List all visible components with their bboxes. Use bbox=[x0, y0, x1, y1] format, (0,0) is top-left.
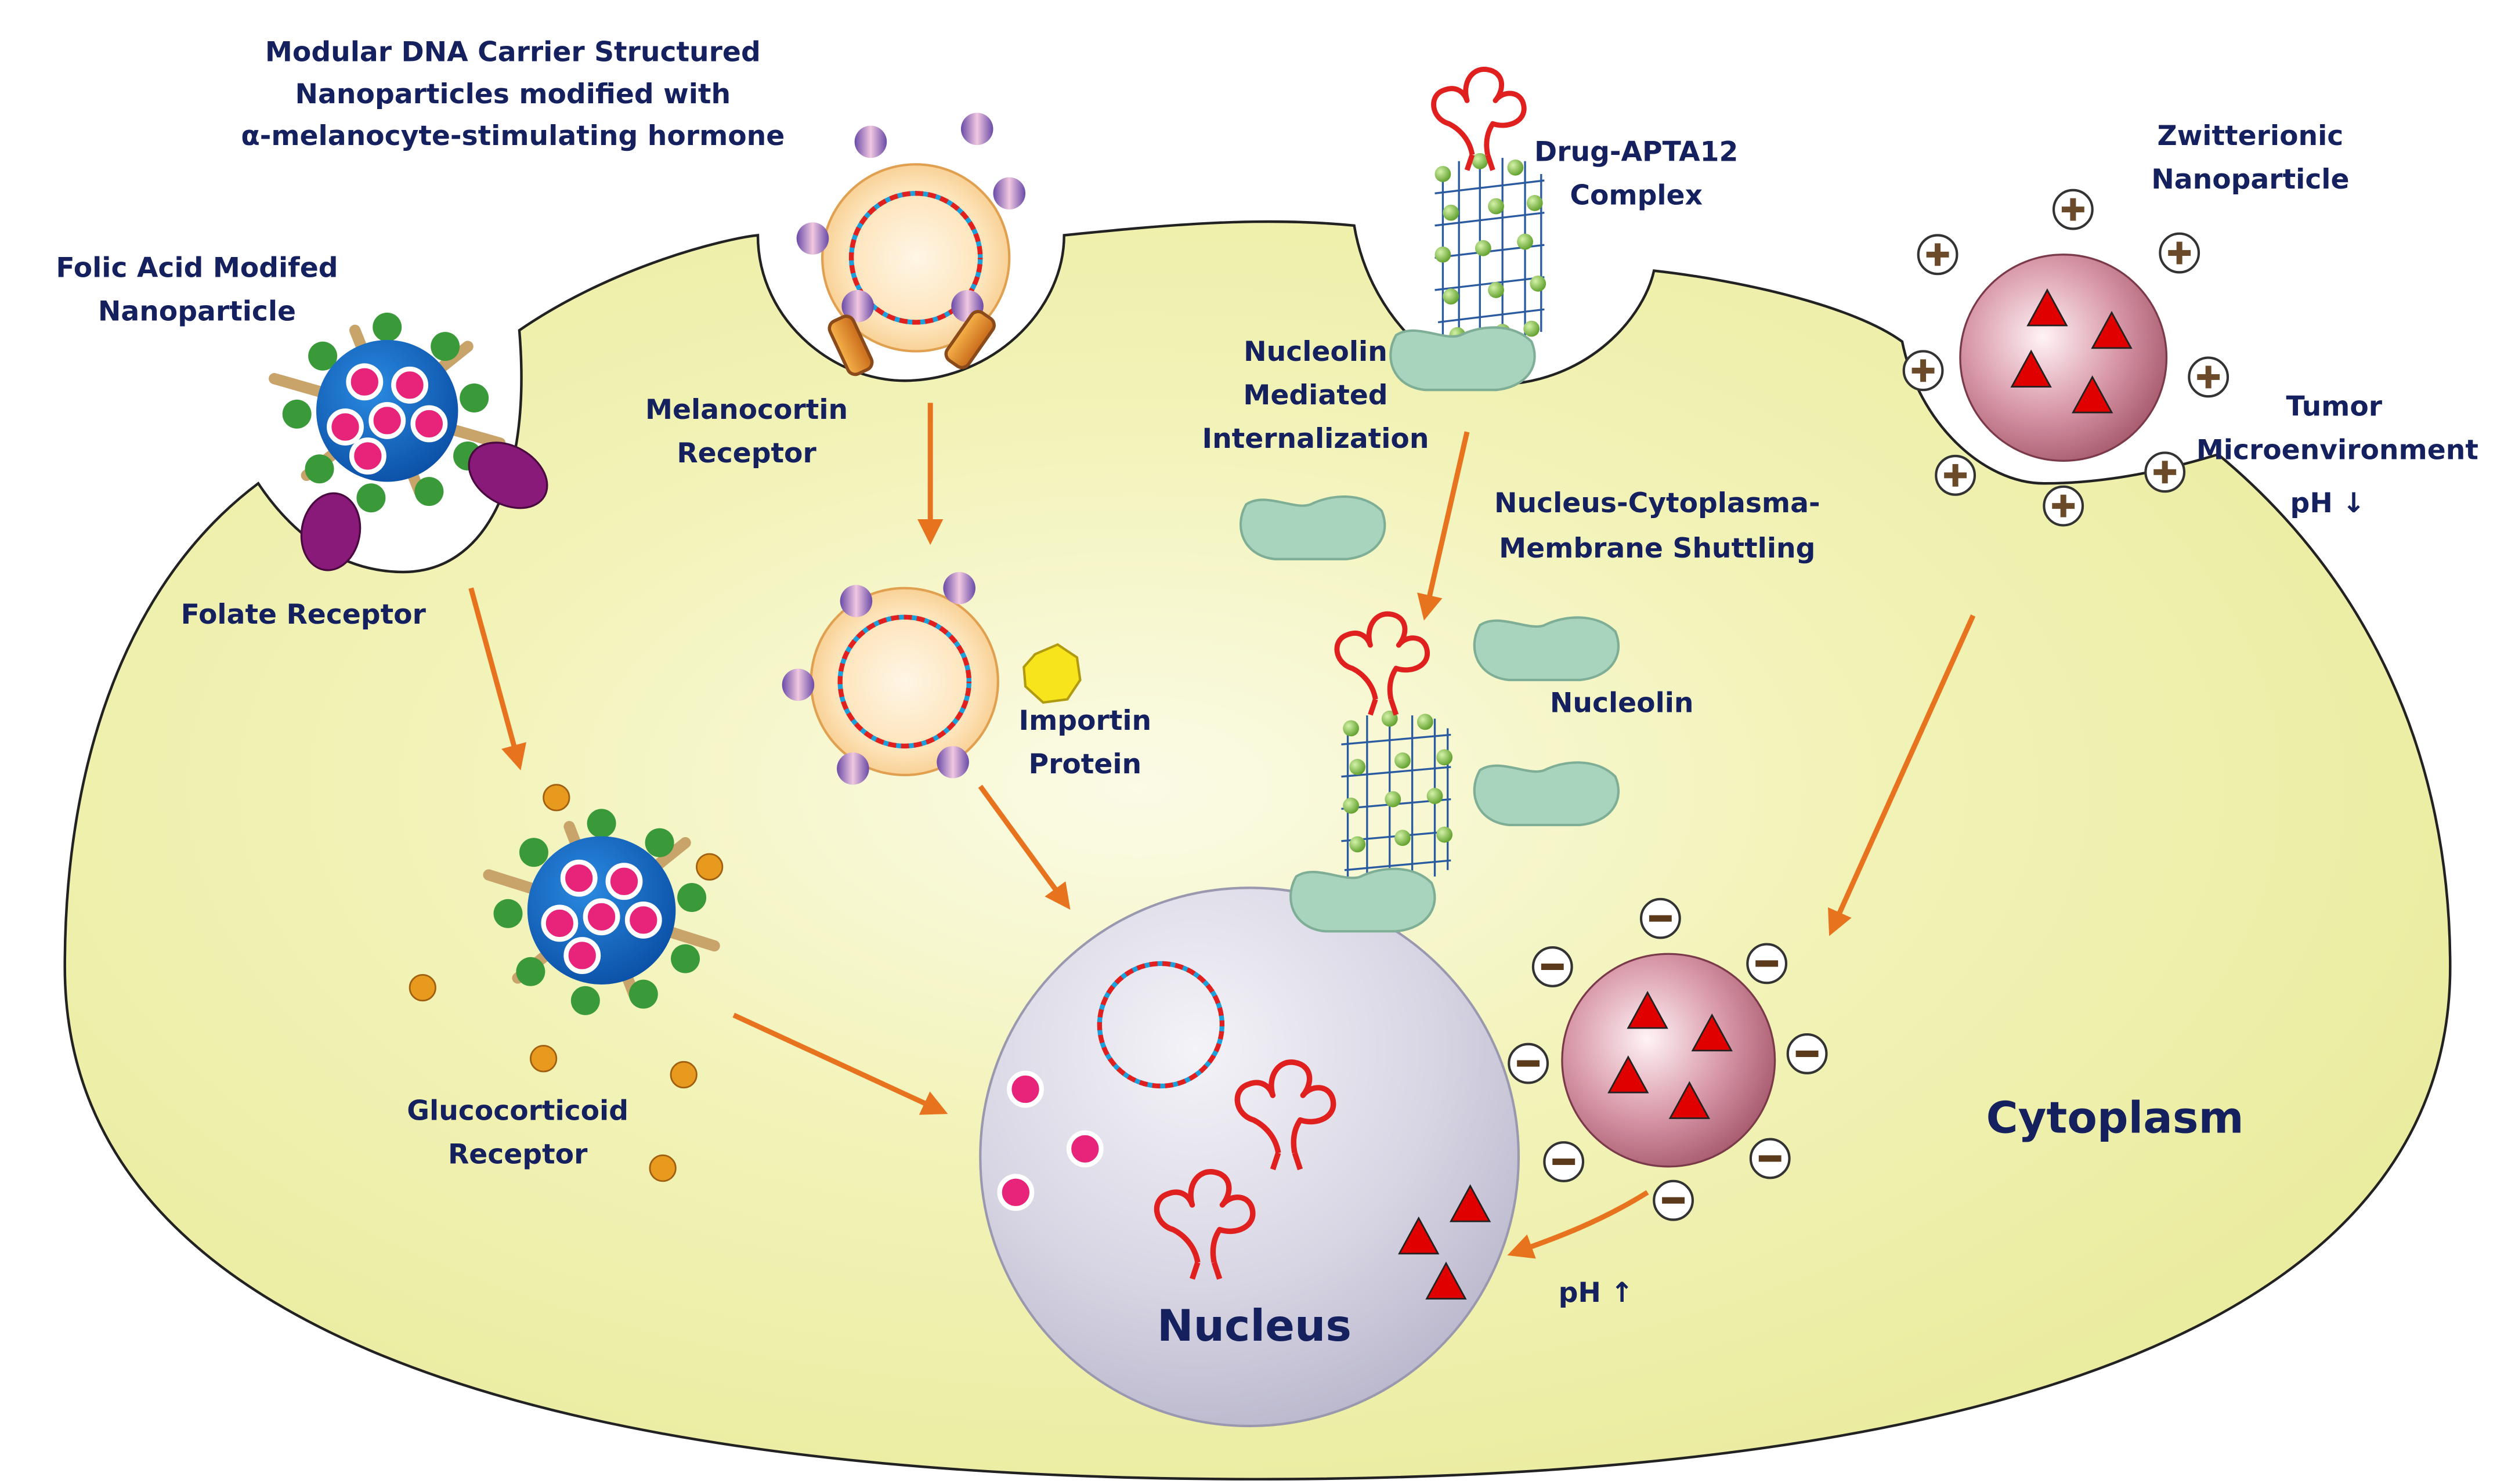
modular-dna-label-line1: Modular DNA Carrier Structured bbox=[265, 37, 761, 68]
plus-charge-icon bbox=[1918, 236, 1957, 274]
minus-charge-icon bbox=[1533, 947, 1572, 986]
nucleolin-free bbox=[1475, 617, 1618, 680]
tumor-label-line2: Microenvironment bbox=[2196, 435, 2478, 466]
nucleolin-label: Nucleolin bbox=[1550, 687, 1694, 719]
transport-arrows bbox=[468, 403, 1976, 1259]
plus-charge-icon bbox=[2189, 358, 2228, 397]
modular-dna-label-line3: α-melanocyte-stimulating hormone bbox=[241, 120, 785, 152]
melanocortin-label-line2: Receptor bbox=[677, 437, 816, 469]
zwitterionic-nanoparticle-negative bbox=[1509, 899, 1826, 1220]
importin-label-line2: Protein bbox=[1028, 748, 1141, 780]
modular-dna-label-line2: Nanoparticles modified with bbox=[295, 78, 731, 110]
glucocorticoid-label-line1: Glucocorticoid bbox=[407, 1095, 628, 1127]
importin-protein bbox=[1022, 643, 1082, 704]
minus-charge-icon bbox=[1654, 1181, 1693, 1220]
nucleus-label: Nucleus bbox=[1157, 1300, 1352, 1351]
minus-charge-icon bbox=[1751, 1139, 1790, 1178]
diagram-labels: Modular DNA Carrier Structured Nanoparti… bbox=[56, 37, 2478, 1351]
minus-charge-icon bbox=[1641, 899, 1680, 938]
importin-label-line1: Importin bbox=[1019, 705, 1152, 737]
ph-up-label: pH ↑ bbox=[1559, 1277, 1634, 1309]
plus-charge-icon bbox=[1904, 351, 1943, 390]
plus-charge-icon bbox=[2054, 190, 2093, 229]
minus-charge-icon bbox=[1509, 1044, 1548, 1083]
folate-receptor bbox=[300, 441, 548, 571]
shuttling-label-line2: Membrane Shuttling bbox=[1499, 533, 1815, 564]
drug-apta12-complex-internal bbox=[1291, 614, 1453, 932]
nucleolin-mediated-label-line2: Mediated bbox=[1243, 379, 1387, 411]
nucleolin-free bbox=[1241, 497, 1385, 559]
nucleolin-receptor bbox=[1390, 327, 1534, 390]
glucocorticoid-ligands bbox=[409, 784, 724, 1182]
nucleus-dna-ring bbox=[1097, 961, 1225, 1089]
minus-charge-icon bbox=[1544, 1142, 1583, 1181]
dna-carrier-nanoparticle-top bbox=[796, 113, 1026, 353]
folic-acid-nanoparticle bbox=[269, 312, 506, 513]
zwitterionic-nanoparticle-positive bbox=[1904, 190, 2228, 526]
zwitterionic-label-line2: Nanoparticle bbox=[2151, 164, 2349, 196]
glucocorticoid-nanoparticle bbox=[483, 809, 720, 1015]
shuttling-label-line1: Nucleus-Cytoplasma- bbox=[1494, 487, 1820, 519]
nucleolin-mediated-label-line1: Nucleolin bbox=[1244, 336, 1387, 368]
nucleolin-receptor bbox=[1291, 869, 1434, 932]
plus-charge-icon bbox=[2160, 234, 2199, 273]
minus-charge-icon bbox=[1747, 944, 1786, 983]
drug-apta12-complex-top bbox=[1390, 69, 1546, 390]
nucleus-drug-particle bbox=[1000, 1177, 1032, 1209]
plus-charge-icon bbox=[2145, 453, 2184, 491]
nucleus-drug-particle bbox=[1069, 1133, 1101, 1166]
nucleolin-free bbox=[1475, 762, 1618, 825]
ph-down-label: pH ↓ bbox=[2290, 487, 2365, 519]
cytoplasm-label: Cytoplasm bbox=[1986, 1092, 2244, 1143]
plus-charge-icon bbox=[2044, 487, 2083, 526]
nucleolin-mediated-label-line3: Internalization bbox=[1202, 423, 1429, 455]
dna-carrier-nanoparticle-internal bbox=[782, 571, 999, 785]
folate-receptor-label: Folate Receptor bbox=[181, 599, 427, 631]
zwitterionic-label-line1: Zwitterionic bbox=[2157, 120, 2343, 152]
minus-charge-icon bbox=[1788, 1034, 1827, 1073]
drug-apta12-label-line2: Complex bbox=[1570, 180, 1703, 212]
glucocorticoid-label-line2: Receptor bbox=[448, 1138, 588, 1170]
melanocortin-label-line1: Melanocortin bbox=[645, 394, 848, 426]
nucleus bbox=[979, 886, 1520, 1428]
drug-apta12-label-line1: Drug-APTA12 bbox=[1534, 136, 1738, 168]
tumor-label-line1: Tumor bbox=[2286, 391, 2383, 423]
folic-acid-label-line2: Nanoparticle bbox=[98, 296, 296, 328]
nucleus-drug-particle bbox=[1009, 1073, 1042, 1106]
folic-acid-label-line1: Folic Acid Modifed bbox=[56, 252, 338, 284]
melanocortin-receptor bbox=[828, 310, 996, 377]
plus-charge-icon bbox=[1936, 456, 1975, 495]
